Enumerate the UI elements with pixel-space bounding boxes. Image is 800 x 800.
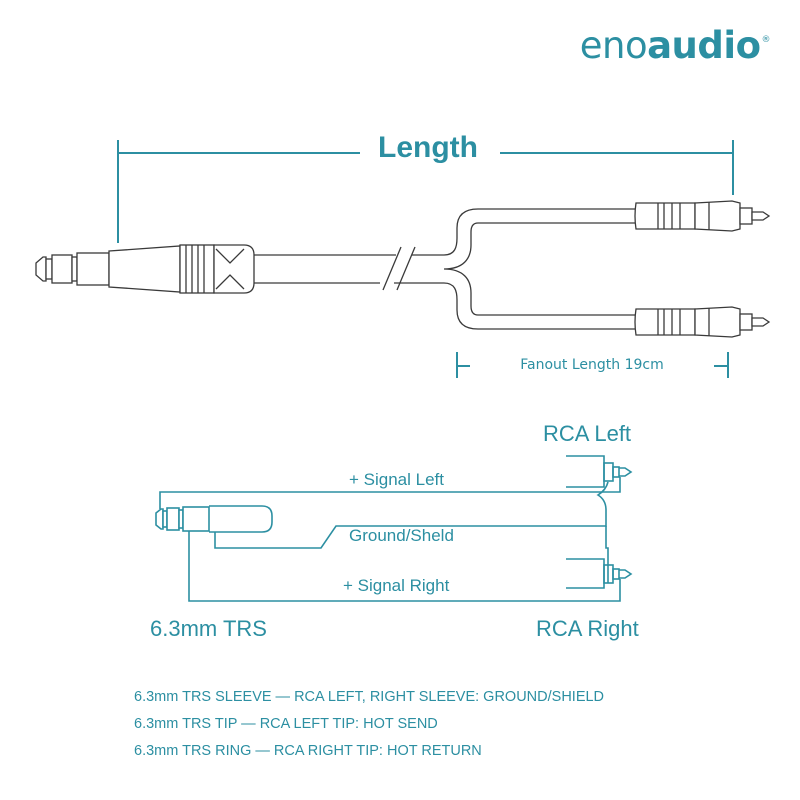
- legend-line: 6.3mm TRS RING — RCA RIGHT TIP: HOT RETU…: [134, 743, 482, 759]
- registered-mark: ®: [761, 35, 771, 45]
- signal-left-label: + Signal Left: [349, 470, 444, 489]
- trs-plug: [35, 244, 255, 294]
- rca-plug-bottom: [634, 306, 771, 338]
- ground-label: Ground/Sheld: [349, 526, 454, 545]
- rca-left-label: RCA Left: [543, 421, 632, 446]
- wiring-legend: 6.3mm TRS SLEEVE — RCA LEFT, RIGHT SLEEV…: [134, 684, 604, 765]
- wiring-schematic: [155, 455, 633, 602]
- length-label: Length: [378, 131, 478, 164]
- trs-label: 6.3mm TRS: [150, 616, 267, 641]
- legend-line: 6.3mm TRS SLEEVE — RCA LEFT, RIGHT SLEEV…: [134, 689, 605, 705]
- brand-name-light: eno: [579, 24, 648, 67]
- brand-logo: enoaudio®: [579, 24, 771, 67]
- length-dimension: [117, 140, 734, 243]
- cable-body: [254, 208, 636, 330]
- fanout-length-label: Fanout Length 19cm: [470, 357, 714, 373]
- signal-right-label: + Signal Right: [343, 576, 450, 595]
- legend-line: 6.3mm TRS TIP — RCA LEFT TIP: HOT SEND: [134, 716, 438, 732]
- rca-right-label: RCA Right: [536, 616, 639, 641]
- brand-name-bold: audio: [647, 24, 761, 67]
- rca-plug-top: [634, 200, 771, 232]
